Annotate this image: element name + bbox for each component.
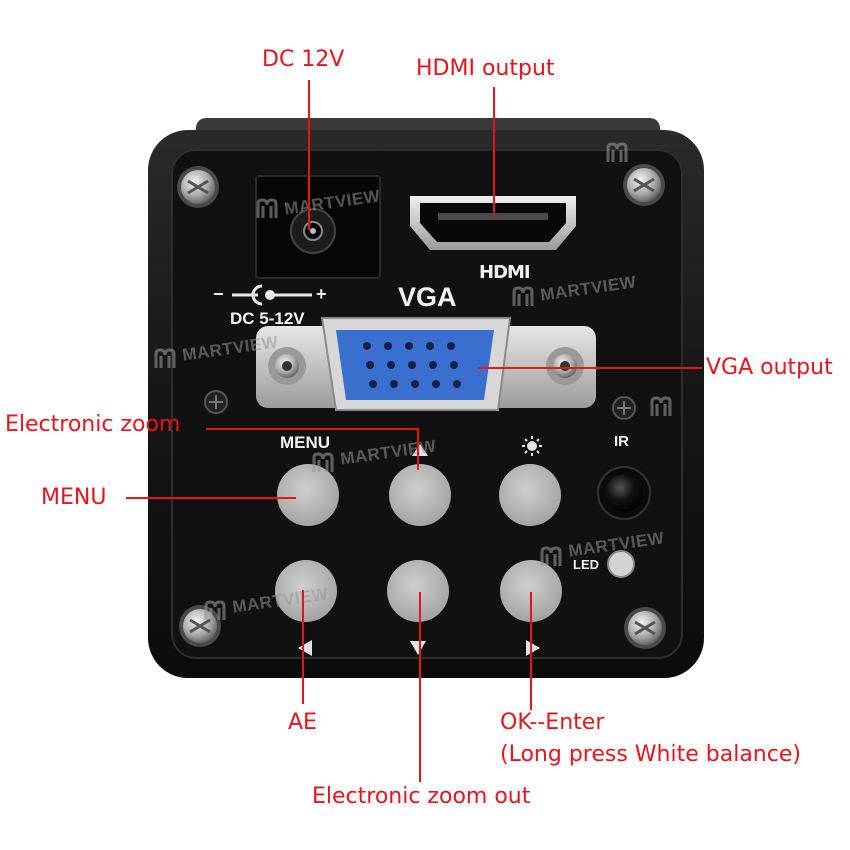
menu-button[interactable] — [277, 464, 339, 526]
ir-label: IR — [614, 433, 629, 450]
polarity-symbol — [232, 284, 312, 306]
led-label: LED — [573, 557, 599, 572]
callout-ae: AE — [288, 710, 317, 735]
martview-logo-icon — [606, 142, 628, 162]
callout-hdmi-output: HDMI output — [416, 56, 555, 81]
martview-logo-icon — [312, 452, 334, 472]
panel-screw-right — [612, 396, 636, 420]
ae-button[interactable] — [275, 560, 337, 622]
corner-screw-bottom-right — [624, 607, 666, 649]
corner-screw-top-left — [177, 166, 219, 208]
callout-electronic-zoom-out: Electronic zoom out — [312, 784, 531, 809]
sun-button[interactable] — [499, 464, 561, 526]
leader-vga-output — [478, 367, 702, 369]
leader-hdmi-output — [493, 87, 495, 215]
up-arrow-icon — [412, 444, 428, 456]
zoom-in-button[interactable] — [389, 464, 451, 526]
martview-logo-icon — [540, 546, 562, 566]
leader-electronic-zoom-v — [417, 428, 419, 470]
corner-screw-top-right — [623, 164, 665, 206]
status-led — [607, 550, 635, 578]
polarity-minus-label: − — [213, 284, 224, 304]
hdmi-label: HDMI — [479, 262, 531, 283]
dc-power-jack — [255, 175, 381, 279]
callout-electronic-zoom: Electronic zoom — [5, 412, 181, 437]
hdmi-port — [410, 196, 576, 250]
panel-screw-left — [204, 390, 228, 414]
callout-dc-12v: DC 12V — [262, 47, 345, 72]
ok-enter-button[interactable] — [500, 560, 562, 622]
callout-vga-output: VGA output — [706, 355, 833, 380]
ir-sensor — [597, 466, 651, 520]
leader-electronic-zoom-out — [419, 592, 421, 782]
dc-range-label: DC 5-12V — [230, 309, 305, 328]
callout-menu: MENU — [41, 485, 107, 510]
martview-logo-icon — [512, 286, 534, 306]
polarity-plus-label: + — [316, 284, 327, 304]
right-arrow-icon — [526, 640, 540, 656]
down-arrow-icon — [410, 641, 426, 655]
leader-ok-enter — [530, 592, 532, 710]
leader-electronic-zoom-h — [206, 428, 418, 430]
zoom-out-button[interactable] — [387, 560, 449, 622]
callout-long-press: (Long press White balance) — [500, 742, 801, 767]
leader-dc-12v — [308, 80, 310, 230]
vga-label: VGA — [398, 282, 457, 312]
martview-logo-icon — [154, 348, 176, 368]
menu-label: MENU — [280, 433, 331, 452]
leader-menu — [126, 497, 296, 499]
left-arrow-icon — [298, 640, 312, 656]
martview-logo-icon — [256, 198, 278, 218]
leader-ae — [302, 590, 304, 704]
callout-ok-enter: OK--Enter — [500, 710, 605, 735]
vga-port — [256, 317, 596, 411]
martview-logo-icon — [204, 600, 226, 620]
martview-logo-icon — [650, 396, 672, 416]
sun-icon — [522, 436, 542, 456]
